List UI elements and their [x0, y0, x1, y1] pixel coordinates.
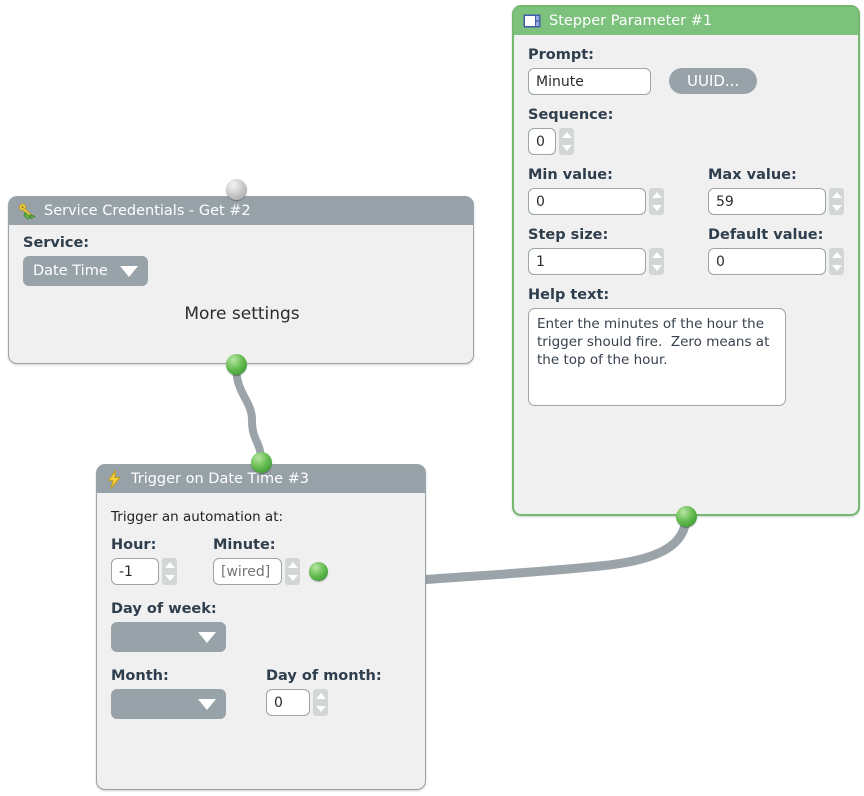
lightning-bolt-icon [106, 469, 123, 489]
day-of-month-label: Day of month: [266, 668, 382, 684]
chevron-down-icon [198, 698, 216, 710]
node-body-stepper-parameter: Prompt: UUID... Sequence: Min value: [514, 35, 858, 410]
service-dropdown-value: Date Time [33, 263, 108, 279]
default-value-input[interactable] [708, 248, 826, 275]
max-value-label: Max value: [708, 167, 797, 183]
node-body-service-credentials: Service: Date Time More settings [9, 225, 473, 334]
node-body-trigger-date-time: Trigger an automation at: Hour: Minute: [97, 493, 425, 719]
prompt-input[interactable] [528, 68, 651, 95]
minute-label: Minute: [213, 537, 276, 553]
step-size-label: Step size: [528, 227, 609, 243]
minute-stepper-arrows[interactable] [285, 558, 300, 585]
more-settings-link[interactable]: More settings [184, 304, 300, 324]
help-text-label: Help text: [528, 287, 610, 303]
max-value-stepper-arrows[interactable] [829, 188, 844, 215]
hour-stepper-arrows[interactable] [162, 558, 177, 585]
connector-input-credentials[interactable] [226, 179, 247, 200]
uuid-button[interactable]: UUID... [669, 68, 758, 94]
month-dropdown[interactable] [111, 689, 226, 719]
node-header-service-credentials[interactable]: Service Credentials - Get #2 [9, 197, 473, 225]
wire-credentials-to-trigger [232, 361, 265, 466]
step-size-stepper-arrows[interactable] [649, 248, 664, 275]
hour-label: Hour: [111, 537, 157, 553]
node-trigger-date-time[interactable]: Trigger on Date Time #3 Trigger an autom… [96, 464, 426, 790]
day-of-month-stepper-arrows[interactable] [313, 689, 328, 716]
connector-output-credentials[interactable] [226, 354, 247, 375]
node-title-trigger-date-time: Trigger on Date Time #3 [131, 471, 310, 487]
step-size-input[interactable] [528, 248, 646, 275]
node-stepper-parameter[interactable]: Stepper Parameter #1 Prompt: UUID... Seq… [512, 5, 860, 516]
service-dropdown[interactable]: Date Time [23, 256, 148, 286]
node-title-stepper-parameter: Stepper Parameter #1 [549, 13, 713, 29]
connector-input-trigger[interactable] [251, 452, 272, 473]
min-value-label: Min value: [528, 167, 613, 183]
service-label: Service: [23, 235, 90, 251]
stepper-widget-icon [523, 14, 541, 28]
month-label: Month: [111, 668, 169, 684]
min-value-stepper-arrows[interactable] [649, 188, 664, 215]
hour-input[interactable] [111, 558, 159, 585]
key-arrow-icon [18, 202, 36, 220]
sequence-stepper-arrows[interactable] [559, 128, 574, 155]
chevron-down-icon [198, 631, 216, 643]
prompt-label: Prompt: [528, 47, 594, 63]
help-text-area[interactable] [528, 308, 786, 406]
min-value-input[interactable] [528, 188, 646, 215]
wire-stepper-to-trigger [415, 511, 691, 585]
node-service-credentials[interactable]: Service Credentials - Get #2 Service: Da… [8, 196, 474, 364]
node-title-service-credentials: Service Credentials - Get #2 [44, 203, 251, 219]
day-of-week-dropdown[interactable] [111, 622, 226, 652]
default-value-label: Default value: [708, 227, 824, 243]
day-of-month-input[interactable] [266, 689, 310, 716]
sequence-input[interactable] [528, 128, 556, 155]
max-value-input[interactable] [708, 188, 826, 215]
minute-input[interactable] [213, 558, 282, 585]
day-of-week-label: Day of week: [111, 601, 217, 617]
default-value-stepper-arrows[interactable] [829, 248, 844, 275]
sequence-label: Sequence: [528, 107, 614, 123]
connector-input-minute[interactable] [309, 562, 328, 581]
node-header-stepper-parameter[interactable]: Stepper Parameter #1 [514, 7, 858, 35]
connector-output-stepper[interactable] [676, 506, 697, 527]
trigger-intro-text: Trigger an automation at: [111, 509, 284, 525]
chevron-down-icon [119, 265, 138, 277]
